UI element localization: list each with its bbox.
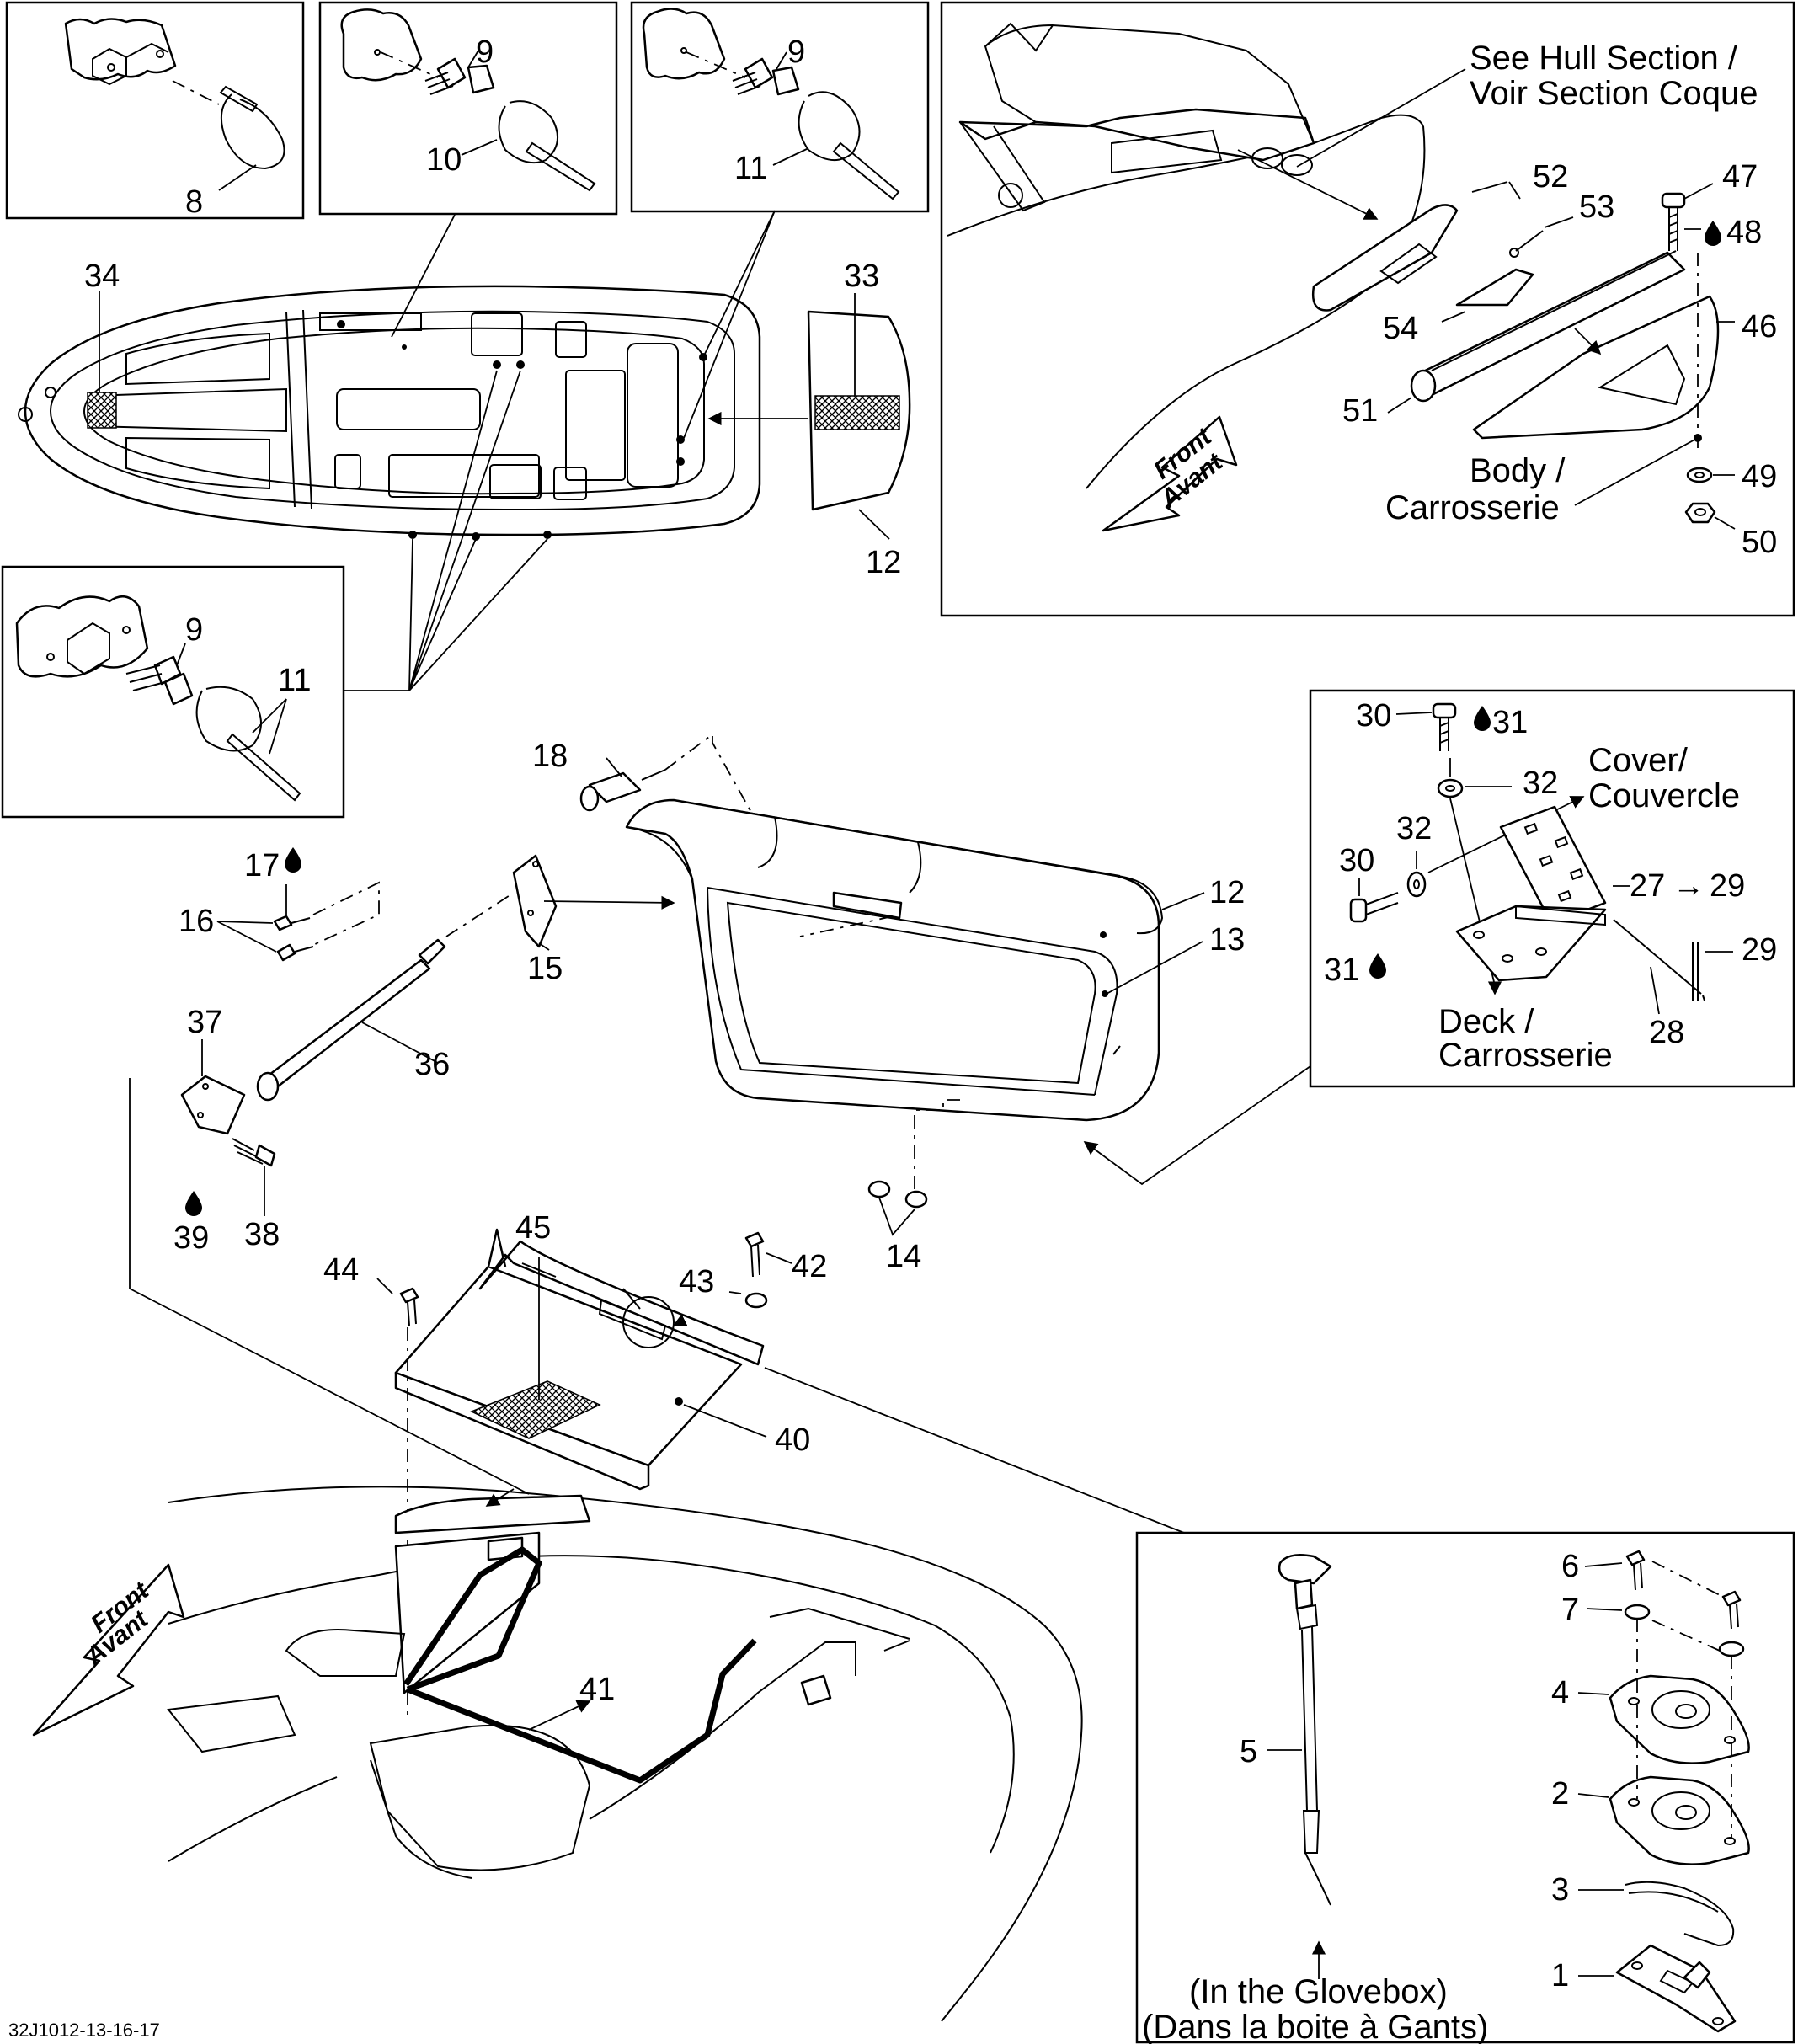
drawing-id: 32J1012-13-16-17: [8, 2020, 160, 2041]
callout-53: 53: [1579, 189, 1614, 225]
callout-29-b: 29: [1742, 932, 1777, 968]
cover-note-line1: Cover/: [1588, 742, 1689, 779]
callout-30-b: 30: [1339, 843, 1374, 878]
detail-box-9-11: 9 11: [630, 1, 930, 213]
callout-45: 45: [515, 1210, 551, 1246]
callout-12-a: 12: [866, 545, 901, 580]
callout-17: 17: [244, 848, 280, 883]
callout-9-b: 9: [787, 35, 805, 70]
callout-51: 51: [1342, 393, 1378, 429]
callout-52: 52: [1533, 159, 1568, 195]
callout-14: 14: [886, 1239, 921, 1274]
cover-panel: 33 12: [707, 259, 911, 580]
glovebox-note-line1: (In the Glovebox): [1189, 1973, 1448, 2010]
callout-6: 6: [1561, 1549, 1579, 1584]
detail-box-hinge: 30 31 32 Cover/ Couvercle 32 30 31: [1083, 689, 1795, 1186]
callout-31-b: 31: [1324, 953, 1359, 988]
callout-50: 50: [1742, 525, 1777, 560]
lower-deck-view: 41 Front Avant: [32, 1486, 1083, 2022]
callout-54: 54: [1383, 311, 1418, 346]
callout-36: 36: [414, 1047, 450, 1082]
callout-18: 18: [532, 739, 568, 774]
callout-39: 39: [173, 1220, 209, 1256]
hull-note-line2: Voir Section Coque: [1470, 75, 1758, 112]
body-note-line1: Body /: [1470, 452, 1566, 489]
callout-16: 16: [179, 904, 214, 939]
callout-44: 44: [323, 1252, 359, 1288]
body-note-line2: Carrosserie: [1385, 489, 1560, 526]
detail-box-9-10: 9 10: [318, 1, 618, 216]
callout-1: 1: [1551, 1958, 1569, 1993]
callout-12-b: 12: [1209, 875, 1245, 910]
callout-27: 27: [1630, 868, 1665, 904]
callout-11-b: 11: [278, 663, 311, 698]
detail-box-9-11-lower: 9 11: [1, 565, 409, 819]
callout-37: 37: [187, 1005, 222, 1040]
detail-box-8: 8: [5, 1, 305, 220]
callout-28: 28: [1649, 1015, 1684, 1050]
callout-13: 13: [1209, 922, 1245, 958]
callout-3: 3: [1551, 1872, 1569, 1908]
callout-42: 42: [792, 1249, 827, 1284]
callout-32-b: 32: [1396, 811, 1432, 846]
callout-30-a: 30: [1356, 698, 1391, 734]
callout-47: 47: [1722, 159, 1758, 195]
callout-29-a: 29: [1710, 868, 1745, 904]
deck-note-line2: Carrosserie: [1438, 1037, 1613, 1074]
callout-8: 8: [185, 184, 203, 220]
hull-note-line1: See Hull Section /: [1470, 40, 1738, 77]
callout-31-a: 31: [1492, 705, 1528, 740]
glovebox-note-line2: (Dans la boite à Gants): [1142, 2009, 1488, 2044]
detail-box-body: See Hull Section / Voir Section Coque 52…: [940, 1, 1795, 617]
callout-7: 7: [1561, 1593, 1579, 1628]
callout-4: 4: [1551, 1675, 1569, 1710]
callout-41: 41: [579, 1672, 615, 1707]
callout-46: 46: [1742, 309, 1777, 344]
callout-2: 2: [1551, 1776, 1569, 1812]
callout-11-a: 11: [734, 151, 767, 186]
callout-9-a: 9: [476, 35, 494, 70]
callout-48: 48: [1726, 215, 1762, 250]
callout-32-a: 32: [1523, 766, 1558, 801]
callout-49: 49: [1742, 459, 1777, 494]
arrow-to-glyph: →: [1673, 868, 1705, 904]
callout-38: 38: [244, 1217, 280, 1252]
callout-33: 33: [844, 259, 879, 294]
seat-assembly: 18 12 13 14 15: [129, 733, 1245, 1495]
detail-box-latch: 5 (In the Glovebox) (Dans la boite à Gan…: [1135, 1531, 1795, 2044]
cover-note-line2: Couvercle: [1588, 777, 1740, 814]
callout-34: 34: [84, 259, 120, 294]
deck-note-line1: Deck /: [1438, 1003, 1534, 1040]
callout-9-c: 9: [185, 612, 203, 648]
callout-43: 43: [679, 1264, 714, 1300]
callout-40: 40: [775, 1422, 810, 1458]
boat-top-view: 34: [18, 210, 776, 691]
callout-5: 5: [1240, 1734, 1257, 1769]
glovebox-tray: 45 40 42 43 44: [323, 1210, 1185, 1715]
callout-15: 15: [527, 951, 563, 986]
callout-10: 10: [426, 142, 462, 178]
